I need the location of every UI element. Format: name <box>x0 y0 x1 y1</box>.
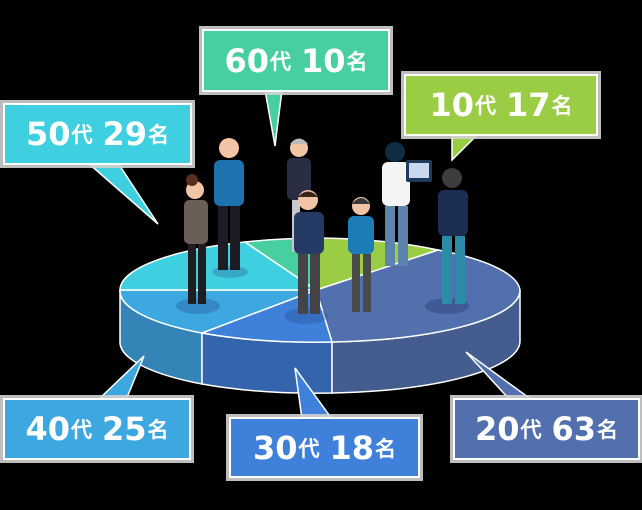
slice-top-40s <box>119 289 317 334</box>
callout-10s-age-unit: 代 <box>475 94 496 118</box>
callout-60s-count-unit: 名 <box>346 49 368 74</box>
callout-30s: 30 代 18 名 <box>226 414 423 481</box>
callout-60s-count-num: 10 <box>301 41 346 80</box>
callout-50s-count-num: 29 <box>102 115 148 153</box>
person-bearded-man <box>214 138 244 270</box>
callout-40s: 40 代 25 名 <box>0 395 194 463</box>
people-illustration <box>176 138 469 324</box>
callout-10s-count-num: 17 <box>506 86 551 124</box>
callout-10s-age-num: 10 <box>429 86 474 124</box>
tail-60s <box>264 89 283 147</box>
callout-30s-age-num: 30 <box>252 428 298 467</box>
callout-40s-count-num: 25 <box>102 410 147 448</box>
tail-40s <box>96 355 145 401</box>
callout-20s: 20 代 63 名 <box>450 395 642 463</box>
callout-50s: 50 代 29 名 <box>0 100 195 168</box>
callout-30s-age-unit: 代 <box>298 436 320 461</box>
callout-50s-age-unit: 代 <box>71 123 93 147</box>
callout-30s-count-num: 18 <box>329 428 375 467</box>
callout-10s-count-unit: 名 <box>551 94 573 118</box>
person-woman-laptop <box>382 142 432 266</box>
callout-20s-count-num: 63 <box>551 410 597 448</box>
callout-50s-age-num: 50 <box>25 115 71 153</box>
callout-30s-count-unit: 名 <box>375 436 397 461</box>
callout-40s-age-unit: 代 <box>71 418 92 442</box>
callout-10s: 10 代 17 名 <box>401 71 601 139</box>
person-man-tie <box>294 190 324 314</box>
callout-20s-count-unit: 名 <box>597 418 619 442</box>
callout-60s-age-unit: 代 <box>270 49 291 74</box>
callout-60s: 60 代 10 名 <box>199 26 393 95</box>
callout-40s-count-unit: 名 <box>147 418 169 442</box>
callout-60s-age-num: 60 <box>224 41 269 80</box>
callout-tails <box>85 89 535 420</box>
tail-10s <box>451 133 480 162</box>
person-woman-walking <box>348 197 374 312</box>
person-woman-left <box>184 174 208 304</box>
person-man-back <box>438 168 468 304</box>
callout-50s-count-unit: 名 <box>148 123 170 147</box>
callout-20s-age-unit: 代 <box>520 418 542 442</box>
slice-top-20s <box>315 249 521 343</box>
callout-20s-age-num: 20 <box>474 410 520 448</box>
tail-50s <box>85 162 159 225</box>
callout-40s-age-num: 40 <box>25 410 70 448</box>
